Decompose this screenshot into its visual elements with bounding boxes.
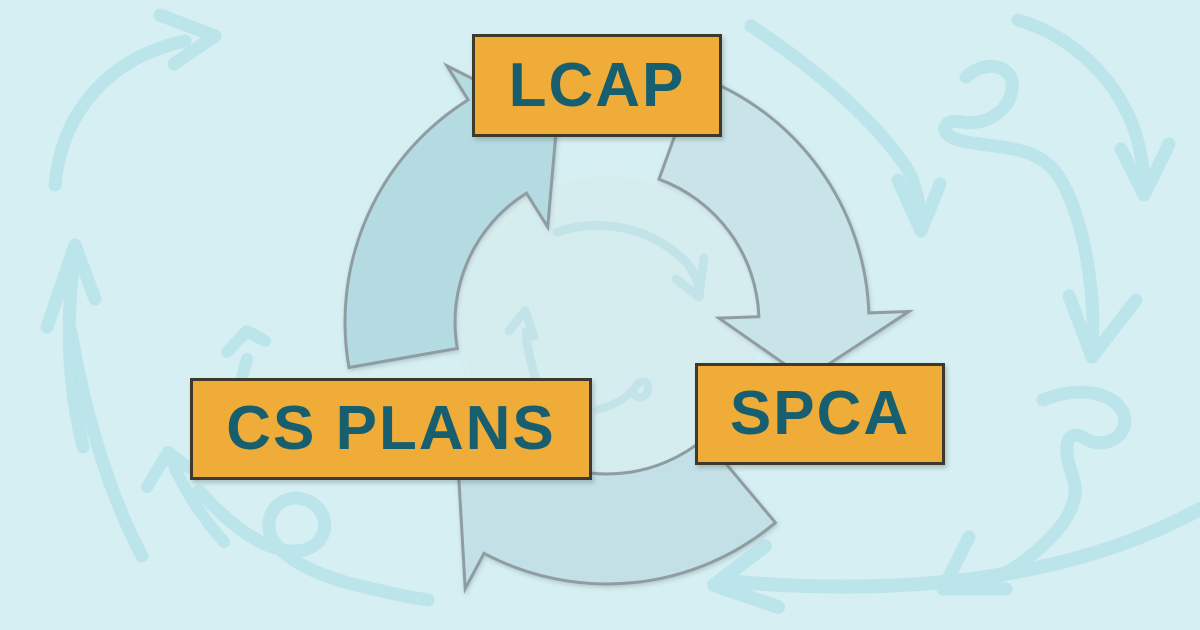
doodle-loop-bottom-left: [192, 484, 435, 607]
cycle-arrow-lcap-to-spca: [657, 73, 915, 381]
doodle-arrow-below-cs-plans: [141, 446, 230, 548]
doodle-curve-left-edge: [64, 325, 149, 563]
node-lcap: LCAP: [472, 34, 722, 137]
cycle-arrows: [343, 62, 915, 595]
doodle-arrow-center: [552, 220, 709, 302]
doodle-squiggle-arrow-top-right: [938, 59, 1143, 364]
node-lcap-label: LCAP: [508, 50, 686, 120]
doodle-arc-arrow-far-right: [1011, 13, 1176, 202]
node-cs-plans-label: CS PLANS: [226, 394, 556, 463]
doodle-arrow-top-left: [48, 8, 222, 192]
node-spca-label: SPCA: [729, 379, 911, 448]
node-spca: SPCA: [695, 363, 945, 465]
background-doodles: [40, 8, 1200, 614]
cycle-arrow-csplans-to-lcap: [343, 62, 559, 370]
doodle-arc-arrow-right-of-lcap: [744, 19, 947, 238]
doodle-curl-center: [593, 377, 653, 414]
node-cs-plans: CS PLANS: [190, 378, 592, 480]
doodle-loop-arrow-bottom-right: [936, 385, 1132, 596]
